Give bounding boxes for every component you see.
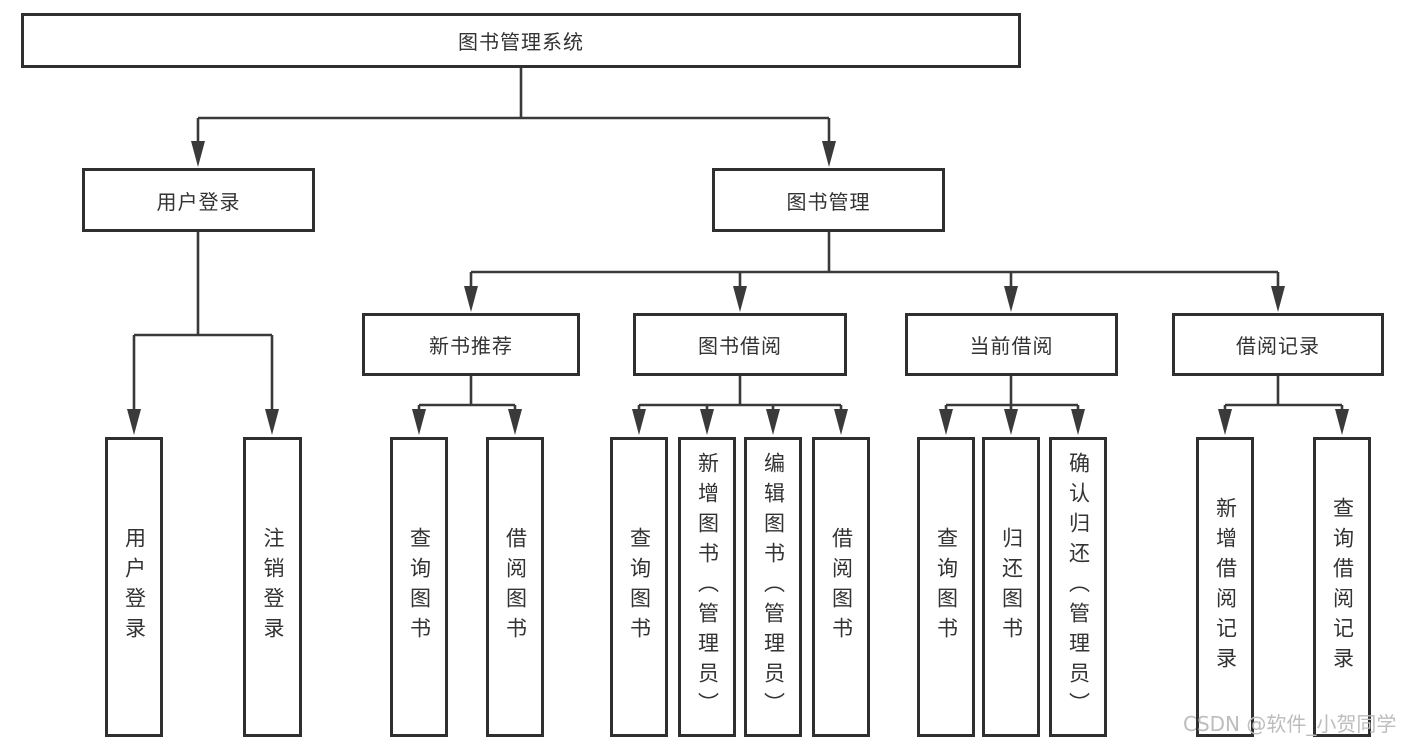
leaf-query-book-current: 查询图书 bbox=[917, 437, 975, 737]
leaf-user-login: 用户登录 bbox=[105, 437, 163, 737]
node-new-book-recommend: 新书推荐 bbox=[362, 313, 580, 376]
node-current-borrow: 当前借阅 bbox=[905, 313, 1118, 376]
connector-paths bbox=[132, 68, 1344, 414]
leaf-borrow-book: 借阅图书 bbox=[812, 437, 870, 737]
leaf-confirm-return-admin: 确认归还（管理员） bbox=[1049, 437, 1107, 737]
node-borrow-record: 借阅记录 bbox=[1172, 313, 1384, 376]
csdn-watermark: CSDN @软件_小贺同学 bbox=[1183, 712, 1397, 736]
node-book-borrow: 图书借阅 bbox=[633, 313, 847, 376]
leaf-borrow-book-recommend: 借阅图书 bbox=[486, 437, 544, 737]
leaf-add-book-admin: 新增图书（管理员） bbox=[678, 437, 736, 737]
leaf-query-book-recommend: 查询图书 bbox=[390, 437, 448, 737]
node-root: 图书管理系统 bbox=[21, 13, 1021, 68]
leaf-add-borrow-record: 新增借阅记录 bbox=[1196, 437, 1254, 737]
leaf-query-borrow-record: 查询借阅记录 bbox=[1313, 437, 1371, 737]
leaf-logout: 注销登录 bbox=[243, 437, 302, 737]
leaf-return-book: 归还图书 bbox=[982, 437, 1040, 737]
node-book-management: 图书管理 bbox=[712, 168, 945, 232]
node-user-login: 用户登录 bbox=[82, 168, 315, 232]
leaf-query-book-borrow: 查询图书 bbox=[610, 437, 668, 737]
leaf-edit-book-admin: 编辑图书（管理员） bbox=[744, 437, 802, 737]
